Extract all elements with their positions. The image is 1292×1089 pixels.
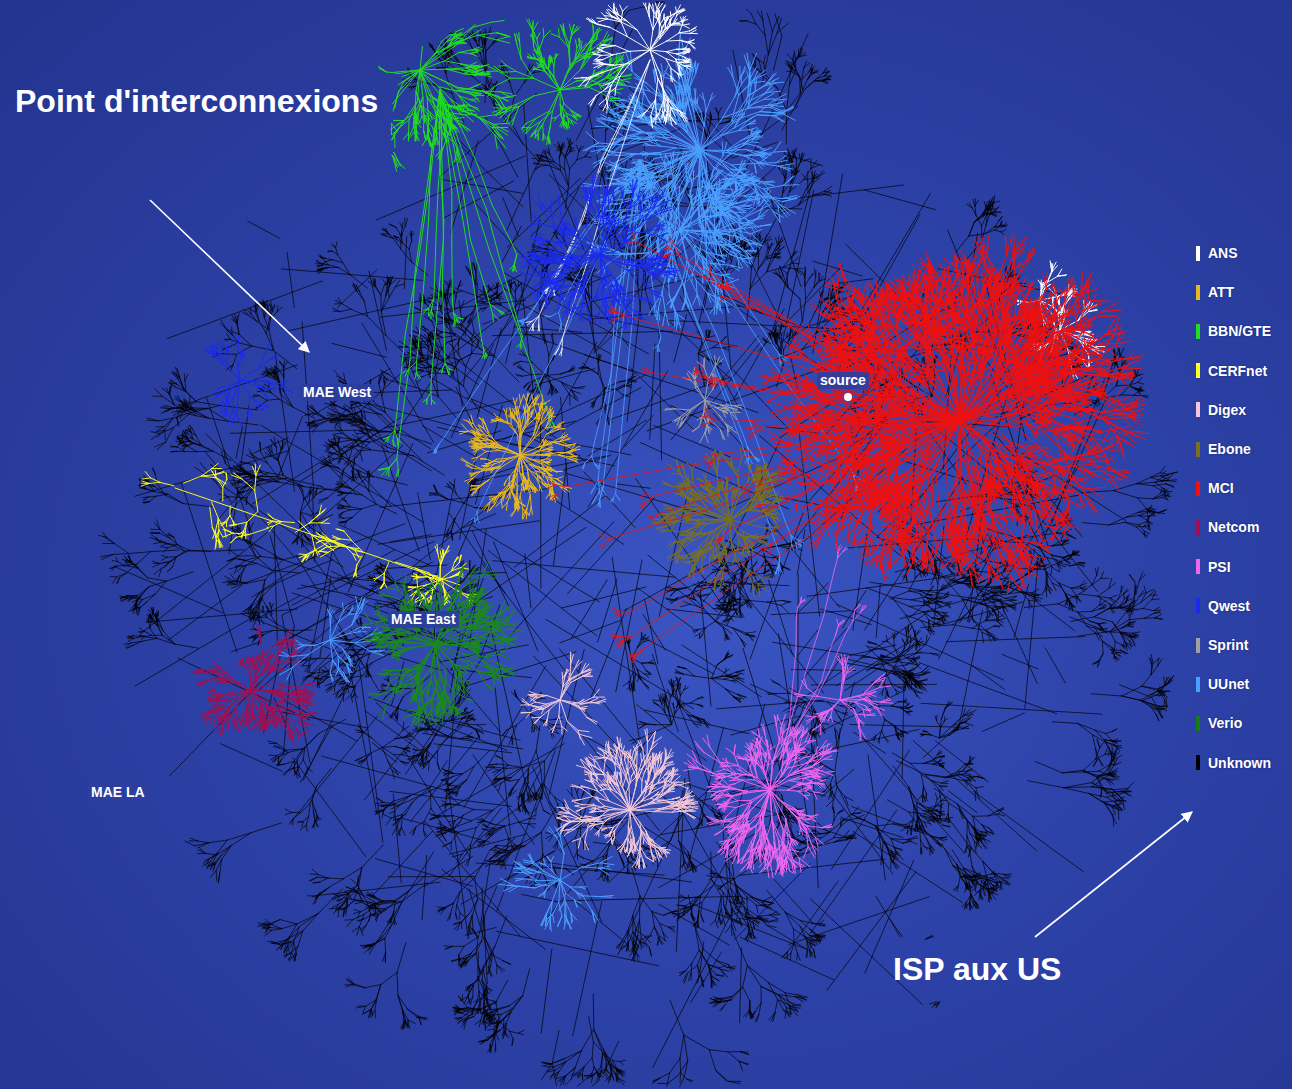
network-branches xyxy=(363,562,525,729)
network-branches xyxy=(192,626,318,746)
legend-swatch xyxy=(1196,246,1200,261)
legend-label: UUnet xyxy=(1208,676,1249,692)
legend-entry: CERFnet xyxy=(1196,361,1267,381)
legend-label: Sprint xyxy=(1208,637,1248,653)
site-label: source xyxy=(817,372,869,389)
legend-entry: ATT xyxy=(1196,282,1234,302)
legend-entry: Unknown xyxy=(1196,753,1271,773)
legend-label: ATT xyxy=(1208,284,1234,300)
legend-swatch xyxy=(1196,559,1200,574)
network-branches xyxy=(205,173,680,427)
legend-swatch xyxy=(1196,402,1200,417)
source-dot xyxy=(844,393,852,401)
network-branches xyxy=(548,232,960,663)
network-branches xyxy=(780,544,867,760)
legend-label: CERFnet xyxy=(1208,363,1267,379)
callout-title: ISP aux US xyxy=(893,950,1061,988)
legend-entry: BBN/GTE xyxy=(1196,321,1271,341)
legend-label: Unknown xyxy=(1208,755,1271,771)
legend-swatch xyxy=(1196,363,1200,378)
legend-entry: UUnet xyxy=(1196,674,1249,694)
legend-label: BBN/GTE xyxy=(1208,323,1271,339)
legend-entry: Sprint xyxy=(1196,635,1248,655)
legend-label: Netcom xyxy=(1208,519,1259,535)
legend-entry: ANS xyxy=(1196,243,1238,263)
legend-label: Verio xyxy=(1208,715,1242,731)
network-branches xyxy=(278,32,800,931)
legend-swatch xyxy=(1196,285,1200,300)
legend-label: MCI xyxy=(1208,480,1234,496)
network-branches xyxy=(141,464,476,607)
legend-label: Digex xyxy=(1208,402,1246,418)
network-branches xyxy=(650,448,787,597)
legend-label: Ebone xyxy=(1208,441,1251,457)
legend-entry: Digex xyxy=(1196,400,1246,420)
leader-line xyxy=(150,200,309,352)
legend-entry: PSI xyxy=(1196,557,1231,577)
network-branches xyxy=(664,356,742,443)
network-branches xyxy=(99,2,1178,1087)
legend-swatch xyxy=(1196,598,1200,613)
network-branches xyxy=(521,652,698,868)
legend-entry: MCI xyxy=(1196,478,1234,498)
legend-label: PSI xyxy=(1208,559,1231,575)
legend-swatch xyxy=(1196,755,1200,770)
legend-swatch xyxy=(1196,520,1200,535)
legend-entry: Verio xyxy=(1196,713,1242,733)
legend-swatch xyxy=(1196,716,1200,731)
network-branches xyxy=(459,393,580,519)
leader-line xyxy=(1035,812,1192,937)
site-label: MAE West xyxy=(300,384,374,401)
legend-swatch xyxy=(1196,481,1200,496)
legend-swatch xyxy=(1196,324,1200,339)
callout-title: Point d'interconnexions xyxy=(15,82,385,120)
legend-label: ANS xyxy=(1208,245,1238,261)
network-branches xyxy=(684,654,893,878)
legend-swatch xyxy=(1196,677,1200,692)
network-trees xyxy=(99,2,1178,1087)
network-branches xyxy=(764,234,1149,594)
site-label: MAE LA xyxy=(88,784,148,801)
legend-entry: Netcom xyxy=(1196,517,1259,537)
legend-entry: Ebone xyxy=(1196,439,1251,459)
legend-swatch xyxy=(1196,442,1200,457)
legend-entry: Qwest xyxy=(1196,596,1250,616)
legend-swatch xyxy=(1196,638,1200,653)
legend-label: Qwest xyxy=(1208,598,1250,614)
site-label: MAE East xyxy=(388,611,459,628)
